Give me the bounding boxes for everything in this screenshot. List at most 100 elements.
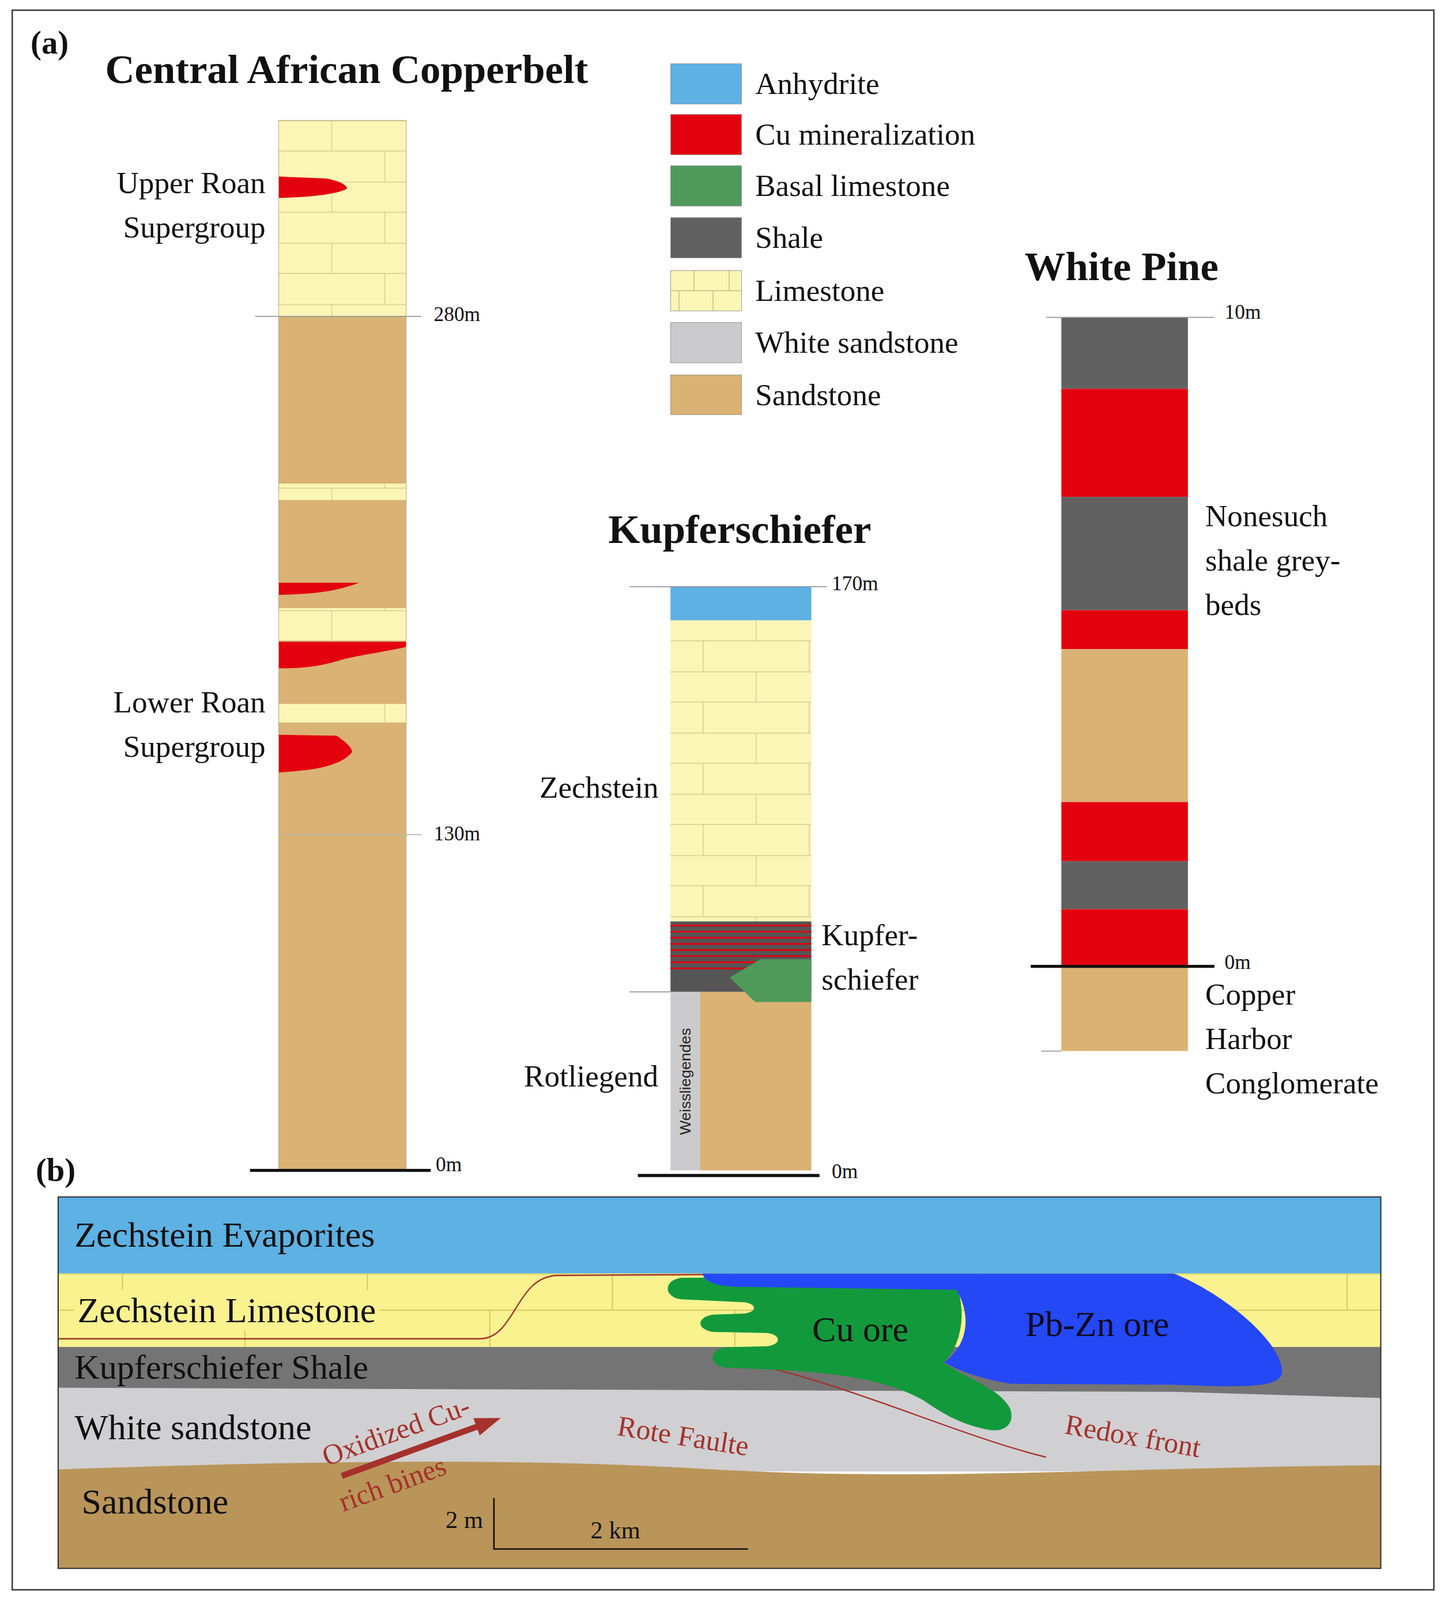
cu-lens [278,582,360,595]
legend-swatch [670,217,742,259]
limestone-bricks [278,608,406,641]
base-line [250,1168,431,1172]
depth-tick [1046,317,1215,319]
legend-swatch [670,114,742,156]
legend-swatch [670,63,742,105]
base-line [1030,964,1215,968]
flow-arrow-head [473,1409,505,1436]
label-text: 0m [435,1152,462,1177]
column-outline [278,120,406,1171]
limestone-bricks [278,704,406,723]
ore-body: Pb-Zn ore [700,1271,1286,1390]
label-text: (b) [35,1151,76,1190]
legend-text: Limestone [755,273,885,309]
limestone-bricks [278,483,406,500]
layer-name: Pb-Zn ore [1025,1303,1169,1345]
cu-lens [278,176,347,198]
limestone-layer [278,608,406,641]
layer-band: Sandstone [58,1467,1382,1569]
depth-tick [629,991,671,993]
layer-name: White sandstone [74,1406,312,1448]
shale-layer [1061,496,1188,611]
sandstone-layer [1061,649,1188,803]
layer-name: Kupferschiefer Shale [74,1348,369,1387]
brick-lines [670,270,742,311]
legend-swatch [670,165,742,207]
ore-shape [702,1273,1282,1387]
depth-tick [255,315,422,318]
legend-swatch [670,374,742,416]
legend-bricks [670,270,742,311]
limestone-layer [278,483,406,500]
base-line [638,1174,820,1178]
limestone-bricks [670,620,811,922]
sandstone-layer [278,500,406,609]
label-text: 0m [831,1159,858,1184]
label-text: 0m [1224,950,1251,975]
cu-layer [1061,908,1188,967]
label-text: Kupferschiefer [608,506,871,553]
legend-text: Anhydrite [755,66,880,102]
label-text: 10m [1224,300,1262,324]
label-text: Upper Roan Supergroup [102,160,266,250]
ore-outline [700,1271,1286,1390]
layer-band: Zechstein Evaporites [58,1197,1382,1274]
legend-text: White sandstone [755,325,959,361]
limestone-layer [670,620,811,922]
shale-layer [1061,861,1188,909]
depth-tick [1040,1050,1062,1052]
sandstone-band [58,1461,1382,1569]
layer-name: Zechstein Limestone [74,1289,379,1331]
label-text: Kupfer- schiefer [821,913,945,1002]
legend-text: Cu mineralization [755,117,976,153]
sandstone-layer [278,316,406,484]
limestone-layer [278,704,406,723]
shale-layer [1061,317,1188,390]
label-text: Copper Harbor Conglomerate [1205,972,1386,1106]
sandstone-layer [278,722,406,1171]
label-text: 170m [831,571,879,596]
sandstone-layer [1061,966,1188,1052]
layer-name: Sandstone [81,1481,229,1523]
label-text: Lower Roan Supergroup [102,680,266,769]
cu-lens [278,642,406,669]
label-text: Nonesuch shale grey- beds [1205,493,1359,628]
label-text: White Pine [1024,243,1219,290]
label-text: (a) [30,24,69,62]
label-text: 280m [434,302,481,327]
label-text: 130m [434,821,481,846]
limestone-bricks [278,120,406,317]
label-text: Zechstein [539,770,659,806]
redox-front-line [58,1274,715,1339]
legend-text: Sandstone [755,377,881,413]
scale-bar [493,1498,749,1550]
layer-name: Zechstein Evaporites [74,1214,375,1256]
legend-swatch [670,270,742,312]
legend-swatch [670,322,742,364]
sandstone-layer [278,640,406,705]
legend-text: Shale [755,220,824,256]
evaporite-band [58,1197,1382,1274]
white-sandstone-layer [670,991,700,1171]
label-text: Central African Copperbelt [104,46,588,93]
depth-tick [629,586,827,588]
limestone-layer [278,120,406,317]
cu-layer [1061,389,1188,498]
panel-frame [58,1197,1382,1569]
cu-layer [1061,802,1188,862]
label-text: Weissliegendes [677,1028,696,1135]
sandstone-layer [700,991,812,1171]
layer-name: Cu ore [812,1309,909,1350]
white-sandstone-band [58,1387,1382,1472]
label-text: Rotliegend [523,1058,659,1095]
anhydrite-layer [670,586,811,621]
label-text: 2 km [590,1516,641,1545]
legend-text: Basal limestone [755,168,950,204]
depth-tick [278,834,422,836]
basal-limestone-wedge [729,959,812,1002]
outer-frame [12,10,1434,1591]
label-text: 2 m [445,1506,484,1535]
cu-lens [278,734,352,773]
cu-layer [1061,610,1188,650]
